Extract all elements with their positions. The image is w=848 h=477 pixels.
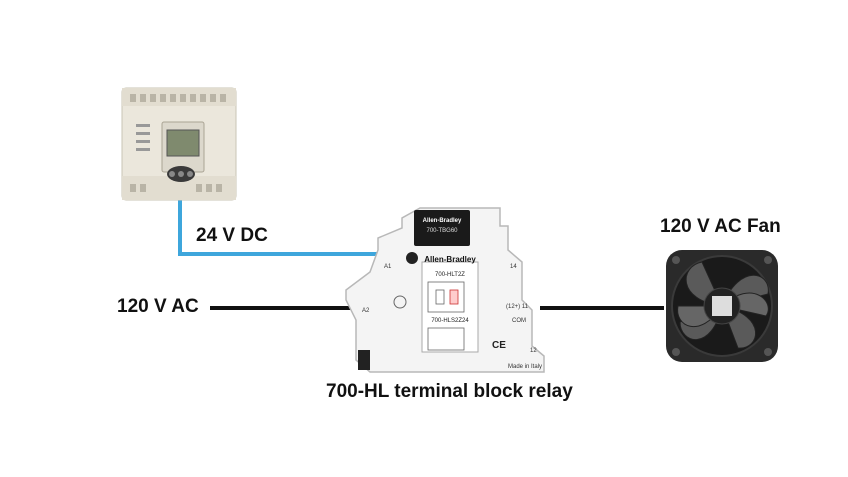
fan-hub-label	[712, 296, 732, 316]
terminal-a2: A2	[362, 308, 370, 314]
terminal-12: 12	[530, 348, 537, 354]
cooling-fan	[666, 250, 778, 362]
plc-display	[167, 130, 199, 156]
relay-brand: Allen-Bradley	[424, 255, 476, 264]
relay-module: 700-HLS2Z24	[431, 318, 469, 324]
relay-caption: 700-HL terminal block relay	[326, 381, 573, 403]
ce-mark-icon: CE	[492, 340, 506, 351]
fan-label: 120 V AC Fan	[660, 216, 781, 238]
brand-logo-icon	[406, 252, 418, 264]
terminal-14: 14	[510, 264, 517, 270]
relay-cap-brand: Allen-Bradley	[423, 218, 462, 224]
terminal-com: COM	[512, 318, 526, 324]
plc-controller	[122, 88, 236, 200]
dc-supply-label: 24 V DC	[196, 225, 268, 247]
ac-supply-label: 120 V AC	[117, 296, 199, 318]
din-clip	[358, 350, 370, 370]
relay-model: 700-HLT2Z	[435, 272, 465, 278]
relay-origin: Made in Italy	[508, 364, 542, 370]
plc-keypad	[167, 166, 195, 182]
terminal-11: (12+) 11	[506, 304, 529, 310]
relay-cap-model: 700-TBG60	[426, 228, 458, 234]
terminal-a1: A1	[384, 264, 392, 270]
terminal-block-relay: Allen-Bradley 700-TBG60 Allen-Bradley 70…	[346, 208, 544, 372]
